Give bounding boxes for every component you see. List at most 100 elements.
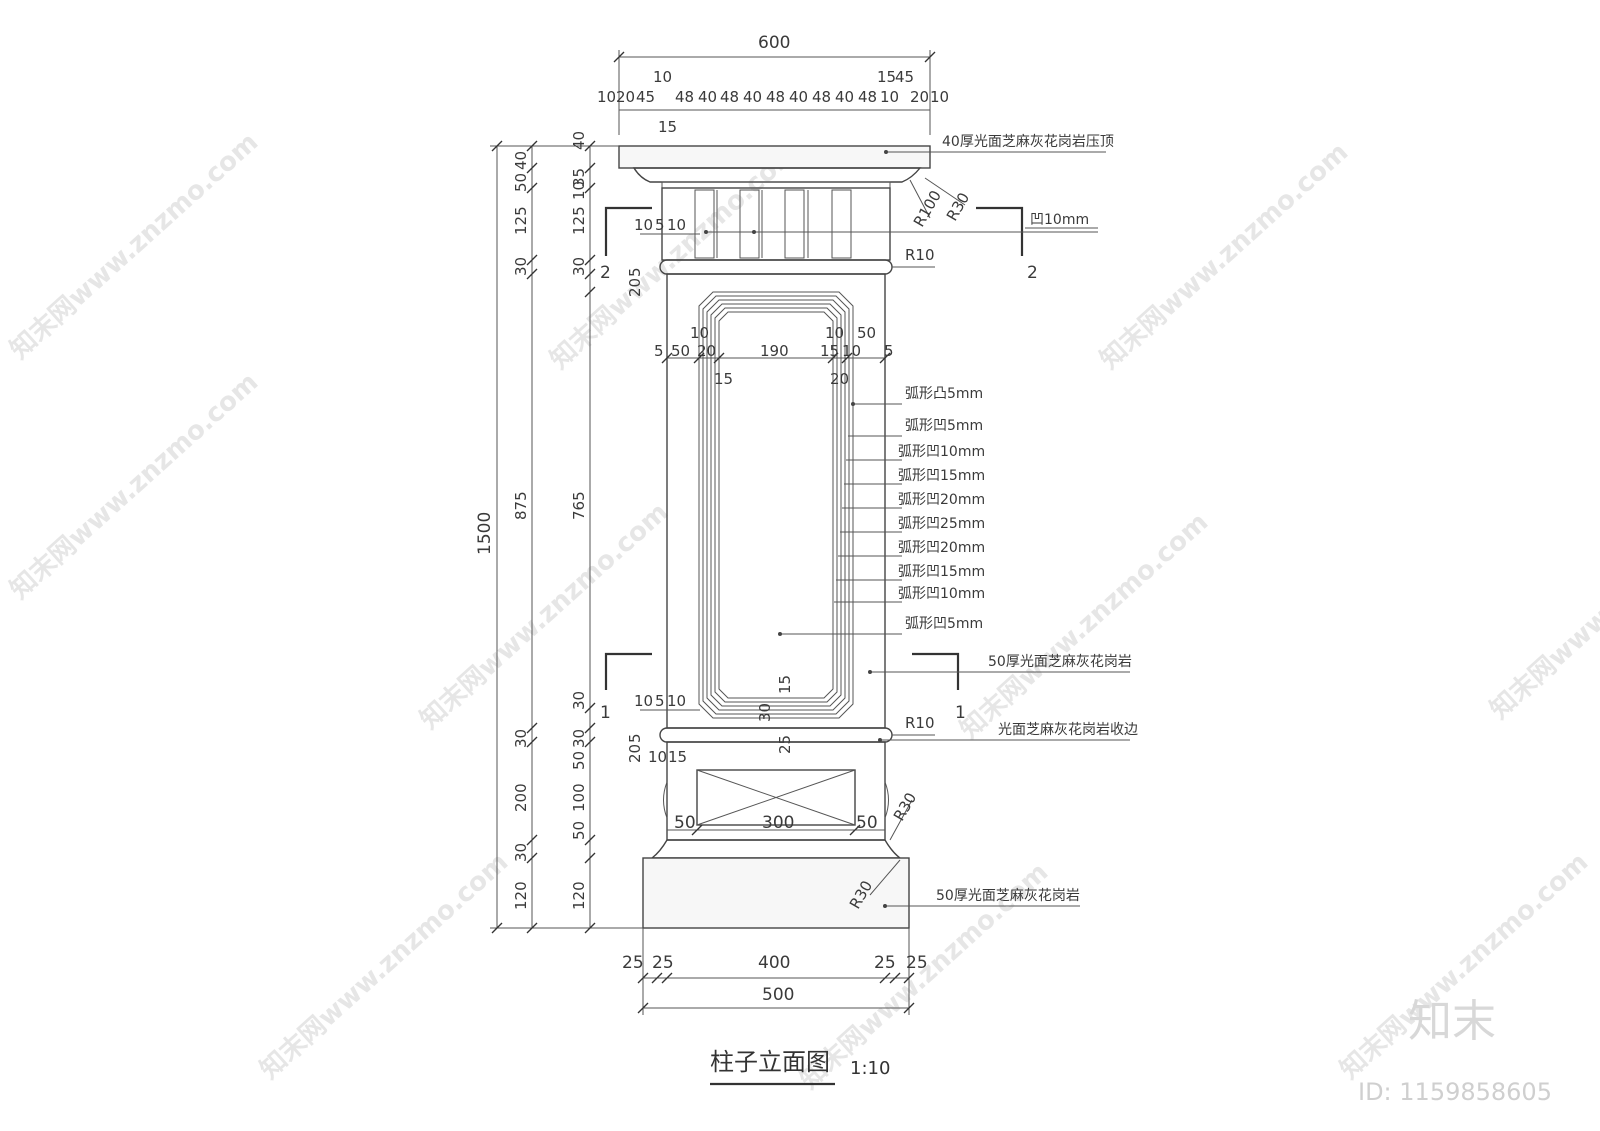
dim-plinth-row: 300 [762, 813, 794, 833]
dim-left-outer: 40 [512, 151, 530, 170]
callout-profile: 弧形凹20mm [898, 492, 985, 508]
dim-bottom-row: 25 [622, 953, 644, 973]
watermark-text: 知末网www.znzmo.com [255, 847, 515, 1085]
radius-label: R30 [943, 189, 973, 224]
dim-left-inner: 765 [570, 491, 588, 520]
dim-top-lower: 15 [658, 118, 677, 136]
dim-left-outer: 30 [512, 257, 530, 276]
dim-base-row: 5 [655, 692, 665, 710]
callout-profile: 弧形凹25mm [898, 516, 985, 532]
section-marks: 2 2 1 1 [600, 206, 1038, 723]
callout-profile: 弧形凹5mm [905, 418, 983, 434]
dim-cap-row: 5 [655, 216, 665, 234]
recessed-panel [698, 291, 854, 719]
dim-panel-row: 15 [820, 342, 839, 360]
drawing-title: 柱子立面图 [710, 1048, 830, 1076]
dim-top-row: 48 [766, 88, 785, 106]
dim-left-outer: 875 [512, 491, 530, 520]
dim-left-inner: 30 [570, 691, 588, 710]
dim-base-collar: 20 [626, 744, 644, 763]
dim-base-collar: 15 [668, 748, 687, 766]
top-dimensions: 600 10 15 45 10 20 45 48 40 48 40 48 40 … [597, 33, 949, 136]
dim-top-row: 40 [789, 88, 808, 106]
dim-left-inner: 50 [570, 821, 588, 840]
radius-label: R10 [905, 714, 935, 732]
pedestal-cross-panel [696, 769, 856, 826]
watermark-layer: 知末网www.znzmo.com 知末网www.znzmo.com 知末网www… [5, 127, 1600, 1095]
dim-left-outer: 200 [512, 783, 530, 812]
radius-label: R100 [910, 187, 945, 230]
watermark-text: 知末网www.znzmo.com [1485, 487, 1600, 725]
dim-left-inner: 10 [570, 181, 588, 200]
section-marker: 1 [600, 703, 611, 723]
dim-top-upper: 45 [895, 68, 914, 86]
dim-panel-upper: 50 [857, 324, 876, 342]
dim-top-upper: 15 [877, 68, 896, 86]
dim-bottom-row: 25 [874, 953, 896, 973]
dim-top-row: 48 [858, 88, 877, 106]
callout-leaders [704, 150, 1130, 908]
dim-left-inner: 50 [570, 751, 588, 770]
watermark-text: 知末网www.znzmo.com [1335, 847, 1595, 1085]
dim-base-collar: 10 [648, 748, 667, 766]
dim-panel-row: 5 [654, 342, 664, 360]
dim-left-inner: 40 [570, 131, 588, 150]
brand-watermark: 知末 ID: 1159858605 [1358, 996, 1552, 1106]
column-body [618, 145, 931, 929]
dim-top-row: 48 [812, 88, 831, 106]
dim-panel-row: 5 [884, 342, 894, 360]
dim-collar: 20 [626, 278, 644, 297]
drawing-title-block: 柱子立面图 1:10 [710, 1048, 890, 1086]
dim-top-row: 48 [675, 88, 694, 106]
dim-left-outer: 120 [512, 881, 530, 910]
dim-left-inner: 30 [570, 729, 588, 748]
dim-cap-row: 10 [667, 216, 686, 234]
dim-top-row: 40 [743, 88, 762, 106]
callout-coping: 40厚光面芝麻灰花岗岩压顶 [942, 134, 1114, 150]
dim-bottom-overall: 500 [762, 985, 794, 1005]
callout-profile: 弧形凹15mm [898, 468, 985, 484]
dim-left-inner: 125 [570, 206, 588, 235]
dim-left-inner: 100 [570, 783, 588, 812]
dim-cap-row: 10 [634, 216, 653, 234]
dim-panel-upper: 10 [825, 324, 844, 342]
callout-profile: 弧形凹10mm [898, 586, 985, 602]
dim-overall-height: 1500 [475, 512, 495, 555]
callout-base-stone: 50厚光面芝麻灰花岗岩 [936, 888, 1080, 904]
dim-panel-row: 50 [671, 342, 690, 360]
watermark-text: 知末网www.znzmo.com [5, 127, 265, 365]
dim-left-outer: 125 [512, 206, 530, 235]
callout-profile: 弧形凸5mm [905, 386, 983, 402]
section-marker: 2 [600, 263, 611, 283]
dim-left-inner: 30 [570, 257, 588, 276]
watermark-text: 知末网www.znzmo.com [955, 507, 1215, 745]
dim-left-outer: 50 [512, 173, 530, 192]
section-marker: 2 [1027, 263, 1038, 283]
dim-collar: 5 [626, 267, 644, 277]
callout-profile: 弧形凹15mm [898, 564, 985, 580]
drawing-scale: 1:10 [850, 1058, 890, 1079]
callout-profile: 弧形凹10mm [898, 444, 985, 460]
dim-top-row: 20 [910, 88, 929, 106]
dim-top-row: 10 [930, 88, 949, 106]
capital-flutes [694, 189, 852, 259]
coping-slab [618, 145, 931, 169]
dim-panel-lower: 20 [830, 370, 849, 388]
dim-top-row: 40 [835, 88, 854, 106]
dim-bottom-row: 400 [758, 953, 790, 973]
dim-panel-upper: 10 [690, 324, 709, 342]
dim-top-row: 20 [616, 88, 635, 106]
dim-plinth-row: 50 [674, 813, 696, 833]
left-dimensions: 1500 40 50 125 30 875 30 200 30 120 40 3… [475, 131, 588, 910]
dim-panel-row: 190 [760, 342, 789, 360]
upper-collar [659, 259, 893, 275]
dim-top-row: 40 [698, 88, 717, 106]
callout-recess: 凹10mm [1030, 212, 1089, 228]
brand-id: ID: 1159858605 [1358, 1078, 1552, 1106]
dim-bottom-row: 25 [652, 953, 674, 973]
dim-top-upper: 10 [653, 68, 672, 86]
dim-plinth-row: 50 [856, 813, 878, 833]
dim-vertical-mark: 30 [756, 703, 774, 722]
dim-panel-row: 10 [842, 342, 861, 360]
